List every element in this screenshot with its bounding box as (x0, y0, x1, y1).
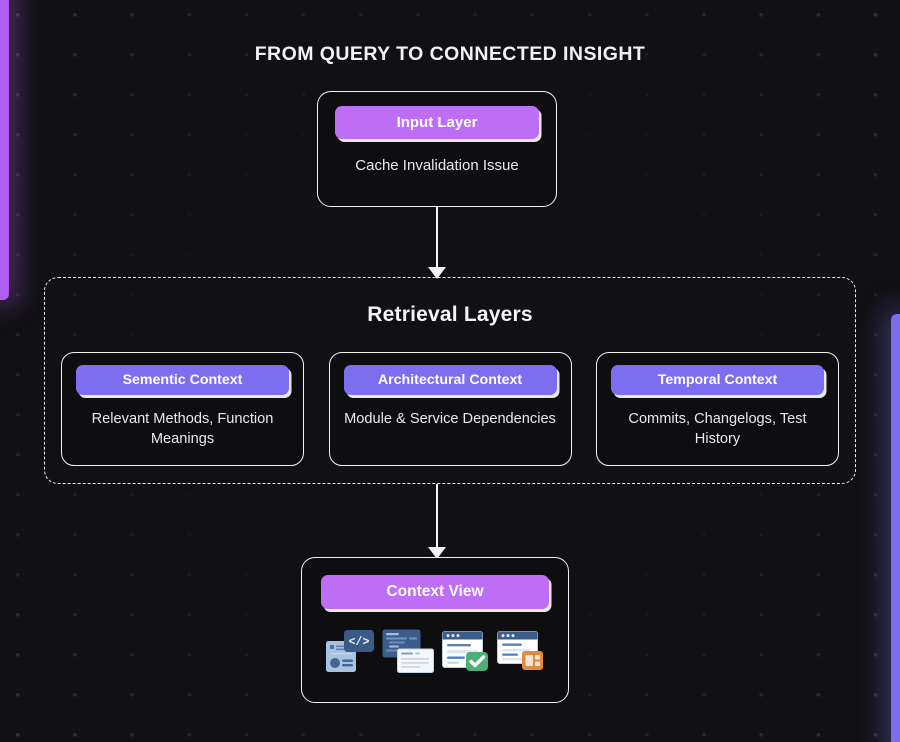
architectural-context-caption: Module & Service Dependencies (344, 411, 556, 427)
retrieval-card-temporal: Temporal Context Commits, Changelogs, Te… (596, 352, 839, 466)
input-layer-caption: Cache Invalidation Issue (355, 157, 519, 174)
retrieval-layers-group: Retrieval Layers Sementic Context Releva… (44, 277, 856, 484)
temporal-context-pill[interactable]: Temporal Context (611, 365, 824, 395)
retrieval-card-semantic: Sementic Context Relevant Methods, Funct… (61, 352, 304, 466)
architectural-context-pill[interactable]: Architectural Context (343, 365, 557, 395)
context-view-pill[interactable]: Context View (321, 575, 549, 609)
code-snippet-card-icon: </> (326, 630, 374, 672)
code-editor-document-icon (382, 629, 435, 673)
semantic-context-caption: Relevant Methods, Function Meanings (91, 411, 274, 448)
page-title: FROM QUERY TO CONNECTED INSIGHT (254, 43, 646, 65)
temporal-context-caption: Commits, Changelogs, Test History (628, 411, 807, 448)
svg-text:</>: </> (349, 636, 370, 649)
right-edge-glow-bar (891, 314, 900, 742)
input-layer-node: Input Layer Cache Invalidation Issue (317, 91, 557, 207)
retrieval-layers-title: Retrieval Layers (367, 303, 533, 326)
connector-retrieval-to-context (427, 484, 447, 559)
retrieval-cards-row: Sementic Context Relevant Methods, Funct… (61, 352, 839, 466)
semantic-context-pill[interactable]: Sementic Context (76, 365, 289, 395)
input-layer-pill[interactable]: Input Layer (335, 106, 539, 139)
connector-input-to-retrieval (427, 207, 447, 279)
connector-shaft (436, 207, 438, 267)
connector-shaft (436, 484, 438, 547)
context-view-node: Context View </> (301, 557, 569, 703)
form-approved-icon (441, 631, 488, 671)
context-view-icon-row: </> (321, 629, 549, 673)
retrieval-card-architectural: Architectural Context Module & Service D… (328, 352, 572, 466)
form-spreadsheet-icon (496, 631, 543, 670)
